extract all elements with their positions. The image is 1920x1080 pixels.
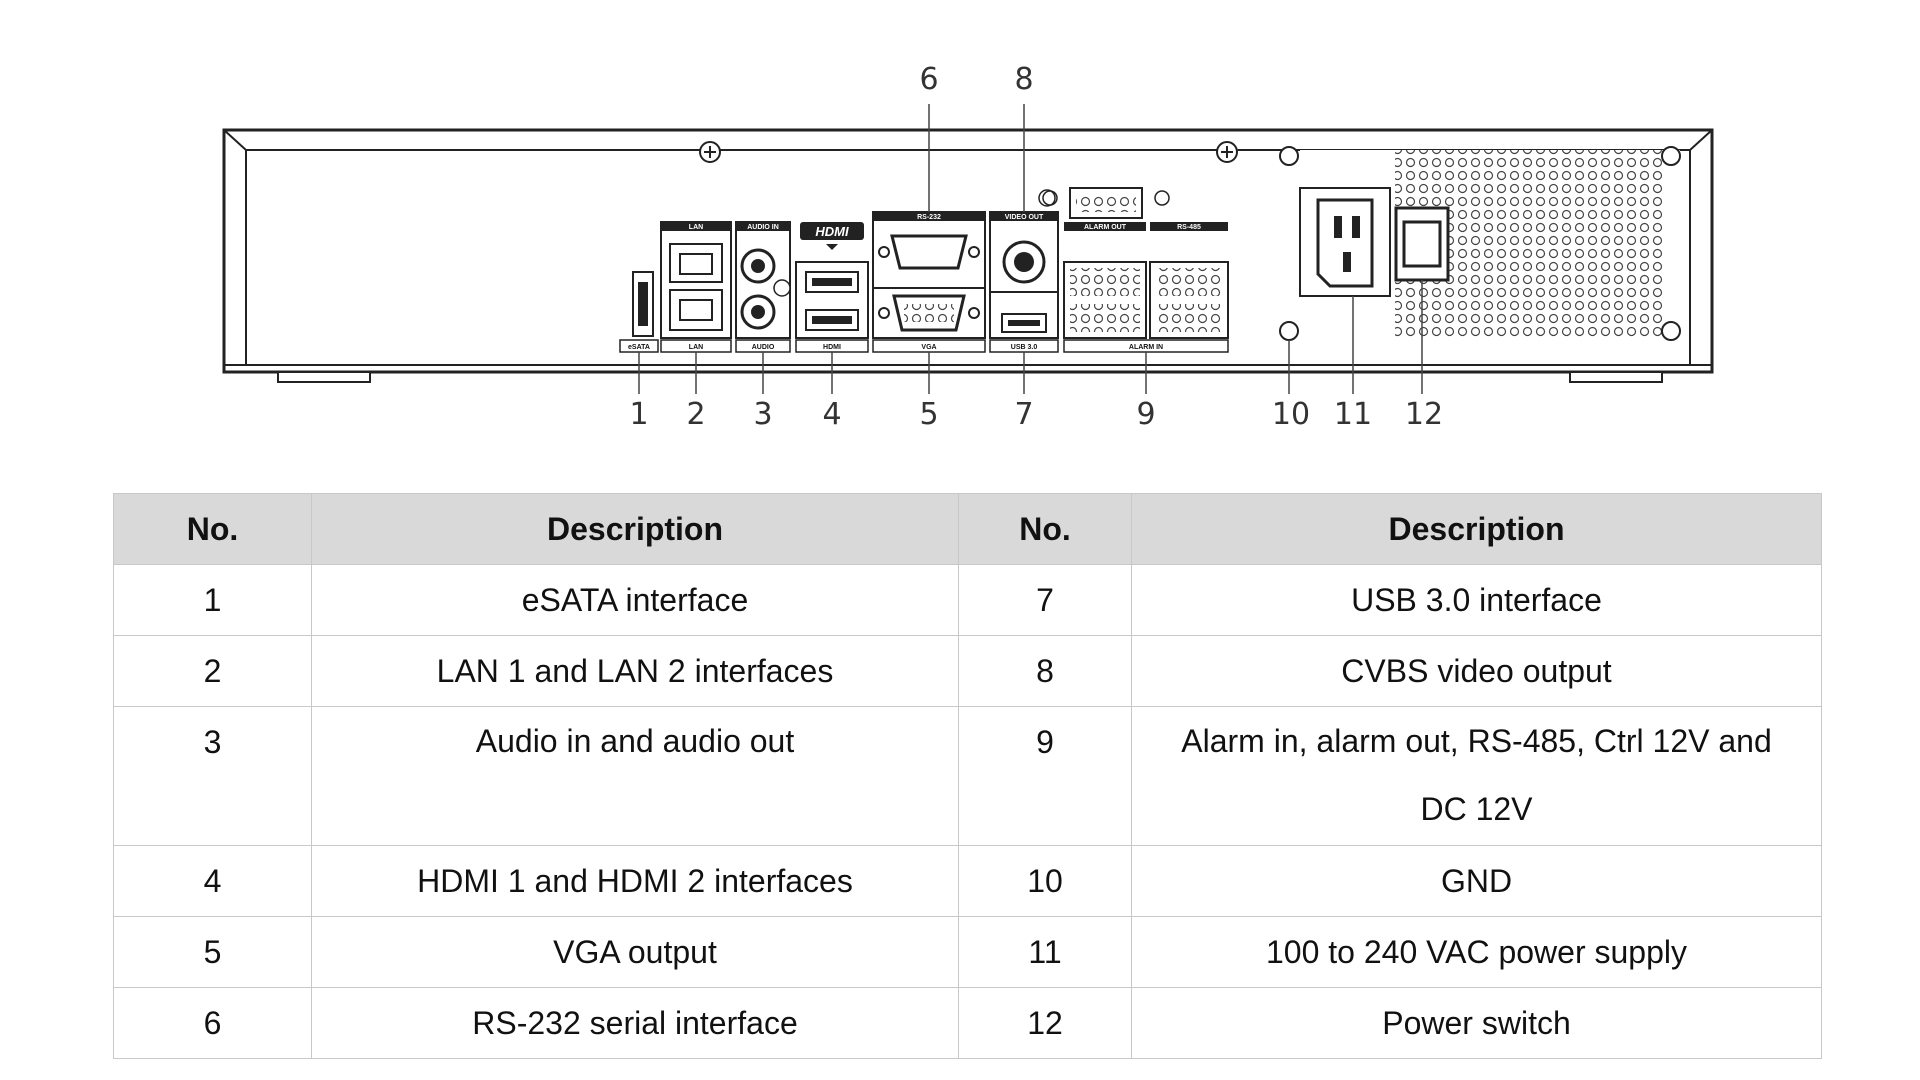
lan-label-top: LAN xyxy=(689,224,703,231)
header-no-left: No. xyxy=(113,493,312,565)
rs232-label: RS-232 xyxy=(917,214,941,221)
esata-label: eSATA xyxy=(628,344,650,351)
callout-5: 5 xyxy=(919,397,938,432)
alarm-in-label: ALARM IN xyxy=(1129,344,1163,351)
alarm-terminal-block: ALARM OUT RS-485 ALARM IN xyxy=(1042,187,1229,353)
row-number: 9 xyxy=(958,706,1132,846)
row-number: 12 xyxy=(958,987,1132,1059)
table-row: 4 HDMI 1 and HDMI 2 interfaces 10 GND xyxy=(113,845,1822,917)
row-description: CVBS video output xyxy=(1131,635,1822,707)
usb-label: USB 3.0 xyxy=(1011,344,1038,351)
table-header-row: No. Description No. Description xyxy=(113,493,1822,565)
table-row: 3 Audio in and audio out 9 Alarm in, ala… xyxy=(113,706,1822,846)
table-row: 5 VGA output 11 100 to 240 VAC power sup… xyxy=(113,916,1822,988)
hdmi-ports: HDMI HDMI xyxy=(795,222,869,353)
interface-description-table: No. Description No. Description 1 eSATA … xyxy=(113,493,1822,1059)
cvbs-usb-ports: VIDEO OUT USB 3.0 xyxy=(989,189,1059,353)
row-number: 10 xyxy=(958,845,1132,917)
row-description: USB 3.0 interface xyxy=(1131,564,1822,636)
callout-9: 9 xyxy=(1136,397,1155,432)
row-number: 5 xyxy=(113,916,312,988)
row-description: Audio in and audio out xyxy=(311,706,959,846)
row-description: RS-232 serial interface xyxy=(311,987,959,1059)
callout-2: 2 xyxy=(686,397,705,432)
row-description: GND xyxy=(1131,845,1822,917)
rs232-vga-ports: RS-232 VGA xyxy=(872,211,986,353)
row-description: Alarm in, alarm out, RS-485, Ctrl 12V an… xyxy=(1131,706,1822,846)
row-number: 11 xyxy=(958,916,1132,988)
ac-inlet-icon xyxy=(1316,198,1374,288)
vga-label: VGA xyxy=(921,344,936,351)
row-number: 2 xyxy=(113,635,312,707)
header-no-right: No. xyxy=(958,493,1132,565)
lan-ports: LAN LAN xyxy=(660,221,732,353)
audio-label: AUDIO xyxy=(752,344,775,351)
table-row: 6 RS-232 serial interface 12 Power switc… xyxy=(113,987,1822,1059)
row-number: 3 xyxy=(113,706,312,846)
hdmi-label: HDMI xyxy=(823,344,841,351)
row-description: eSATA interface xyxy=(311,564,959,636)
esata-port: eSATA xyxy=(619,271,659,353)
rear-panel-diagram: eSATA LAN LAN AUDIO IN AUDIO HDMI xyxy=(222,62,1714,432)
row-description: Power switch xyxy=(1131,987,1822,1059)
rs485-label: RS-485 xyxy=(1177,224,1201,231)
table-row: 1 eSATA interface 7 USB 3.0 interface xyxy=(113,564,1822,636)
callout-11: 11 xyxy=(1334,397,1372,432)
callout-10: 10 xyxy=(1272,397,1310,432)
power-supply-area xyxy=(1279,146,1681,341)
lan-label-bottom: LAN xyxy=(689,344,703,351)
audio-in-label: AUDIO IN xyxy=(747,224,779,231)
row-description: HDMI 1 and HDMI 2 interfaces xyxy=(311,845,959,917)
row-description: VGA output xyxy=(311,916,959,988)
callout-6: 6 xyxy=(919,62,938,97)
alarm-out-label: ALARM OUT xyxy=(1084,224,1127,231)
callout-7: 7 xyxy=(1014,397,1033,432)
callout-lines xyxy=(638,104,1423,394)
header-description-left: Description xyxy=(311,493,959,565)
row-number: 7 xyxy=(958,564,1132,636)
foot-right xyxy=(1569,371,1663,383)
row-number: 1 xyxy=(113,564,312,636)
screw-icon xyxy=(699,141,721,163)
callout-4: 4 xyxy=(822,397,841,432)
video-out-label: VIDEO OUT xyxy=(1005,214,1044,221)
callout-1: 1 xyxy=(629,397,648,432)
screw-icon xyxy=(1216,141,1238,163)
row-description: 100 to 240 VAC power supply xyxy=(1131,916,1822,988)
callout-12: 12 xyxy=(1405,397,1443,432)
callout-3: 3 xyxy=(753,397,772,432)
hdmi-logo: HDMI xyxy=(815,224,849,239)
row-number: 6 xyxy=(113,987,312,1059)
row-number: 8 xyxy=(958,635,1132,707)
row-number: 4 xyxy=(113,845,312,917)
callout-8: 8 xyxy=(1014,62,1033,97)
foot-left xyxy=(277,371,371,383)
table-row: 2 LAN 1 and LAN 2 interfaces 8 CVBS vide… xyxy=(113,635,1822,707)
audio-ports: AUDIO IN AUDIO xyxy=(735,221,791,353)
header-description-right: Description xyxy=(1131,493,1822,565)
row-description: LAN 1 and LAN 2 interfaces xyxy=(311,635,959,707)
